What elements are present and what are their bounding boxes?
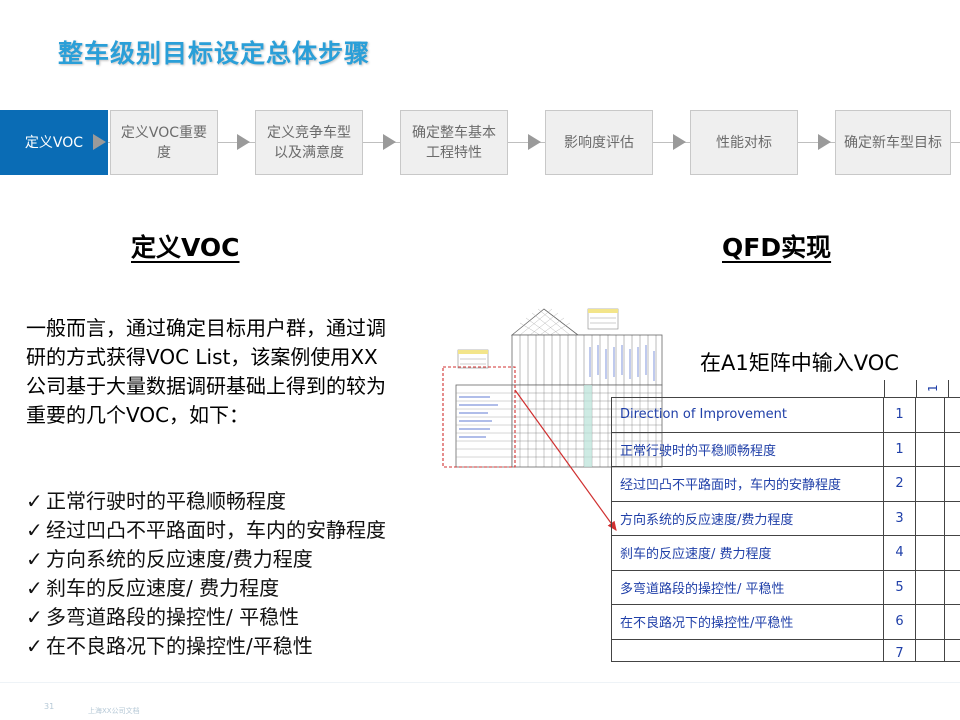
row-number: 5 [883, 569, 916, 605]
list-item-text: 正常行驶时的平稳顺畅程度 [46, 489, 286, 513]
intro-paragraph: 一般而言，通过确定目标用户群，通过调研的方式获得VOC List，该案例使用XX… [26, 316, 386, 427]
row-number: 2 [883, 466, 916, 502]
right-heading: QFD实现 [722, 233, 832, 262]
step-engineering-characteristics[interactable]: 确定整车基本工程特性 [400, 110, 508, 175]
list-item: ✓在不良路况下的操控性/平稳性 [26, 632, 396, 661]
matrix-cell[interactable] [915, 604, 945, 640]
row-number: 4 [883, 535, 916, 571]
list-item: ✓方向系统的反应速度/费力程度 [26, 545, 396, 574]
list-item-text: 在不良路况下的操控性/平稳性 [46, 634, 313, 658]
row-number: 3 [883, 500, 916, 536]
list-item: ✓经过凹凸不平路面时，车内的安静程度 [26, 516, 396, 545]
voc-list: ✓正常行驶时的平稳顺畅程度 ✓经过凹凸不平路面时，车内的安静程度 ✓方向系统的反… [26, 487, 396, 661]
table-divider [884, 380, 885, 397]
list-item-text: 经过凹凸不平路面时，车内的安静程度 [46, 518, 386, 542]
matrix-cell[interactable] [915, 466, 945, 502]
table-divider [916, 380, 917, 397]
voc-cell[interactable] [611, 638, 884, 662]
matrix-cell[interactable] [944, 500, 960, 536]
list-item: ✓多弯道路段的操控性/ 平稳性 [26, 603, 396, 632]
voc-cell[interactable]: 多弯道路段的操控性/ 平稳性 [611, 569, 884, 605]
check-icon: ✓ [26, 518, 43, 542]
row-number: 6 [883, 604, 916, 640]
matrix-cell[interactable] [915, 397, 945, 433]
step-benchmarking[interactable]: 性能对标 [690, 110, 798, 175]
voc-cell[interactable]: 方向系统的反应速度/费力程度 [611, 500, 884, 536]
step-arrow-icon [93, 134, 106, 150]
check-icon: ✓ [26, 634, 43, 658]
matrix-cell[interactable] [915, 500, 945, 536]
voc-cell[interactable]: 刹车的反应速度/ 费力程度 [611, 535, 884, 571]
step-arrow-icon [383, 134, 396, 150]
check-icon: ✓ [26, 547, 43, 571]
voc-cell[interactable]: Direction of Improvement [611, 397, 884, 433]
left-heading: 定义VOC [131, 233, 240, 262]
step-impact-assessment[interactable]: 影响度评估 [545, 110, 653, 175]
matrix-cell[interactable] [944, 638, 960, 662]
table-row: 7 [611, 638, 960, 662]
list-item: ✓正常行驶时的平稳顺畅程度 [26, 487, 396, 516]
footer-divider [0, 682, 960, 683]
matrix-cell[interactable] [944, 466, 960, 502]
matrix-cell[interactable] [944, 569, 960, 605]
voc-cell[interactable]: 正常行驶时的平稳顺畅程度 [611, 431, 884, 467]
matrix-cell[interactable] [944, 535, 960, 571]
list-item-text: 刹车的反应速度/ 费力程度 [46, 576, 280, 600]
row-number: 1 [883, 397, 916, 433]
slide-title: 整车级别目标设定总体步骤 [58, 39, 371, 68]
step-arrow-icon [528, 134, 541, 150]
check-icon: ✓ [26, 489, 43, 513]
matrix-cell[interactable] [944, 397, 960, 433]
matrix-cell[interactable] [915, 535, 945, 571]
matrix-cell[interactable] [915, 569, 945, 605]
column-number: 1 [926, 384, 940, 392]
list-item-text: 多弯道路段的操控性/ 平稳性 [46, 605, 300, 629]
step-arrow-icon [818, 134, 831, 150]
matrix-cell[interactable] [915, 638, 945, 662]
matrix-cell[interactable] [944, 604, 960, 640]
step-competitor-models[interactable]: 定义竞争车型以及满意度 [255, 110, 363, 175]
list-item-text: 方向系统的反应速度/费力程度 [46, 547, 313, 571]
voc-cell[interactable]: 在不良路况下的操控性/平稳性 [611, 604, 884, 640]
list-item: ✓刹车的反应速度/ 费力程度 [26, 574, 396, 603]
step-voc-importance[interactable]: 定义VOC重要度 [110, 110, 218, 175]
footer-text: 上海XX公司文档 [88, 707, 140, 715]
check-icon: ✓ [26, 576, 43, 600]
qfd-caption: 在A1矩阵中输入VOC [700, 351, 899, 375]
table-divider [948, 380, 949, 397]
voc-cell[interactable]: 经过凹凸不平路面时，车内的安静程度 [611, 466, 884, 502]
row-number: 7 [883, 638, 916, 662]
matrix-cell[interactable] [915, 431, 945, 467]
row-number: 1 [883, 431, 916, 467]
step-arrow-icon [237, 134, 250, 150]
matrix-cell[interactable] [944, 431, 960, 467]
step-new-model-targets[interactable]: 确定新车型目标 [835, 110, 951, 175]
step-arrow-icon [673, 134, 686, 150]
page-number: 31 [44, 702, 55, 711]
check-icon: ✓ [26, 605, 43, 629]
step-define-voc[interactable]: 定义VOC [0, 110, 108, 175]
